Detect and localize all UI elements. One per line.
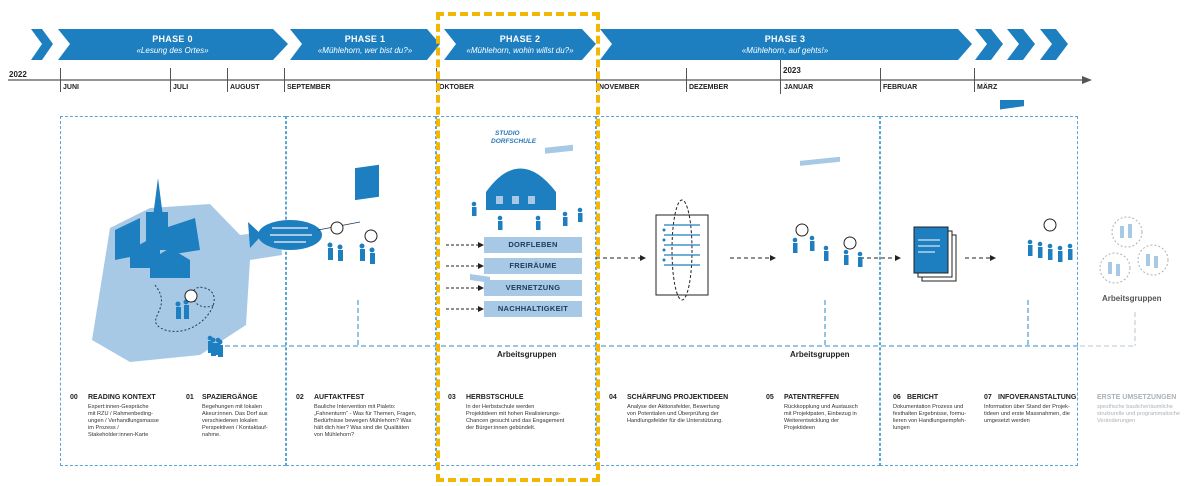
month-juni: JUNI <box>63 84 79 91</box>
people-group-patentreffen <box>792 156 863 267</box>
month-november: NOVEMBER <box>599 84 640 91</box>
phase-3-arrow <box>600 29 972 60</box>
month-september: SEPTEMBER <box>287 84 331 91</box>
studio-dorfschule-icon <box>470 144 583 283</box>
arbeitsgruppen-label-1: Arbeitsgruppen <box>497 350 557 359</box>
studio-label-2: DORFSCHULE <box>491 138 537 145</box>
phase-1-subtitle: «Mühlehorn, wer bist du?» <box>317 46 413 55</box>
phase-1-title: PHASE 1 <box>344 34 386 44</box>
report-documents-icon <box>913 226 957 282</box>
month-maerz: MÄRZ <box>977 84 998 91</box>
arbeitsgruppen-connectors <box>225 300 1136 347</box>
theme-freiraeume: FREIRÄUME <box>484 258 582 274</box>
timeline-arrowhead <box>1082 76 1092 84</box>
phase-0-subtitle: «Lesung des Ortes» <box>136 46 209 55</box>
phase-3-subtitle: «Mühlehorn, auf gehts!» <box>741 46 829 55</box>
studio-label-1: STUDIO <box>495 130 520 137</box>
info-event-icon <box>1000 100 1073 262</box>
lead-chevron <box>31 29 53 60</box>
speech-bubble-1b <box>364 229 378 243</box>
implementation-circles <box>1099 216 1169 284</box>
section-phase-3b <box>880 116 1078 466</box>
filter-diagram-icon <box>655 199 709 301</box>
step-07-desc: Information über Stand der Projek-tideen… <box>984 404 1070 424</box>
speech-bubble-4 <box>1043 218 1057 232</box>
phase-1-arrow <box>290 29 440 60</box>
phase-2-subtitle: «Mühlehorn, wohin willst du?» <box>466 46 574 55</box>
month-januar: JANUAR <box>784 84 814 91</box>
month-dezember: DEZEMBER <box>689 84 729 91</box>
step-04-title: SCHÄRFUNG PROJEKTIDEEN <box>627 394 729 401</box>
phase-3-title: PHASE 3 <box>764 34 806 44</box>
houses-icon <box>130 240 190 278</box>
section-phase-0 <box>60 116 286 466</box>
process-illustrations <box>92 100 1169 362</box>
phase-2-title: PHASE 2 <box>499 34 541 44</box>
speech-bubble-3b <box>843 236 857 250</box>
arbeitsgruppen-label-2: Arbeitsgruppen <box>790 350 850 359</box>
step-05-title: PATENTREFFEN <box>784 394 839 401</box>
month-februar: FEBRUAR <box>883 84 918 91</box>
trail-chevron-1 <box>975 29 1003 60</box>
year-2023: 2023 <box>783 66 801 75</box>
step-01-title: SPAZIERGÄNGE <box>202 394 258 401</box>
theme-nachhaltigkeit: NACHHALTIGKEIT <box>484 301 582 317</box>
phase-0-arrow <box>58 29 288 60</box>
month-juli: JULI <box>173 84 189 91</box>
speech-bubble-1a <box>330 221 344 235</box>
month-oktober: OKTOBER <box>439 84 474 91</box>
phase-2-highlight-frame <box>436 12 600 482</box>
year-2022: 2022 <box>9 70 27 79</box>
trail-chevron-2 <box>1007 29 1035 60</box>
step-07-title: INFOVERANSTALTUNG <box>998 394 1077 401</box>
trail-chevron-3 <box>1040 29 1068 60</box>
step-06-title: BERICHT <box>907 394 939 401</box>
step-erste-umsetzungen-title: ERSTE UMSETZUNGEN <box>1097 394 1177 401</box>
month-august: AUGUST <box>230 84 260 91</box>
church-icon <box>115 178 200 260</box>
fest-sculpture-icon <box>248 164 379 250</box>
arbeitsgruppen-label-3: Arbeitsgruppen <box>1102 294 1162 303</box>
person-start <box>207 335 221 355</box>
speech-bubble-3a <box>795 223 809 237</box>
speech-bubble-0 <box>184 289 198 303</box>
phase-2-arrow <box>444 29 596 60</box>
step-00-title: READING KONTEXT <box>88 394 156 401</box>
people-group-1 <box>327 242 375 264</box>
phase-0-title: PHASE 0 <box>152 34 193 44</box>
phase-banner <box>8 29 1092 84</box>
step-03-title: HERBSTSCHULE <box>466 394 524 401</box>
section-phase-1 <box>286 116 436 466</box>
theme-dorfleben: DORFLEBEN <box>484 237 582 253</box>
theme-vernetzung: VERNETZUNG <box>484 280 582 296</box>
step-02-title: AUFTAKTFEST <box>314 394 365 401</box>
theme-arrows <box>446 244 478 310</box>
step-02-desc: Bauliche Intervention mit Pialeto:„Fahne… <box>314 404 417 438</box>
